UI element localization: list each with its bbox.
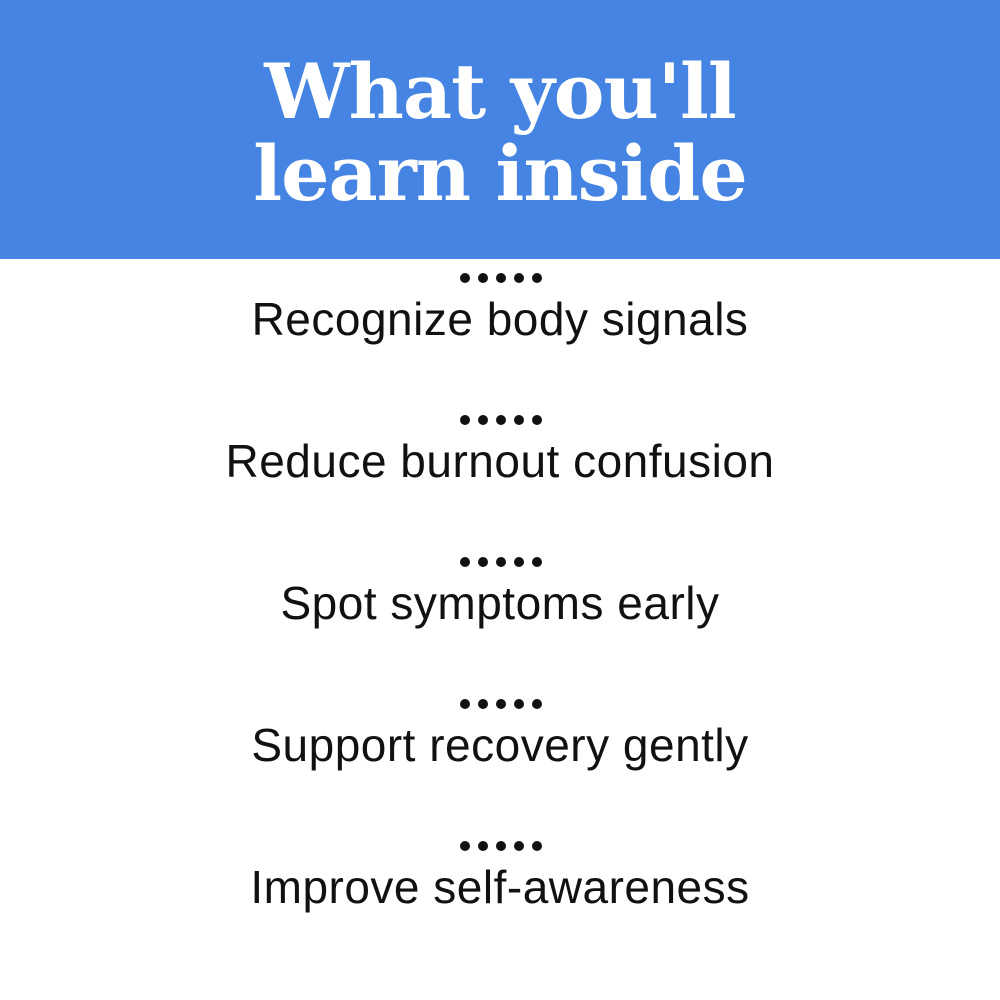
dot bbox=[532, 699, 542, 709]
list-item: Recognize body signals bbox=[0, 272, 1000, 372]
dot bbox=[478, 841, 488, 851]
five-dots-icon bbox=[460, 698, 542, 710]
list-item-label: Spot symptoms early bbox=[280, 577, 720, 629]
title-line-1: What you'll bbox=[264, 47, 737, 136]
dot bbox=[532, 557, 542, 567]
dot bbox=[532, 841, 542, 851]
dot bbox=[460, 415, 470, 425]
five-dots-icon bbox=[460, 556, 542, 568]
five-dots-icon bbox=[460, 840, 542, 852]
dot bbox=[460, 699, 470, 709]
list-item-label: Reduce burnout confusion bbox=[225, 435, 775, 487]
dot bbox=[514, 415, 524, 425]
dot bbox=[496, 273, 506, 283]
dot bbox=[496, 841, 506, 851]
header-banner: What you'll learn inside bbox=[0, 0, 1000, 259]
dot bbox=[496, 415, 506, 425]
dot bbox=[532, 415, 542, 425]
dot bbox=[514, 841, 524, 851]
list-item: Improve self-awareness bbox=[0, 840, 1000, 940]
dot bbox=[478, 699, 488, 709]
dot bbox=[496, 699, 506, 709]
list-item-label: Support recovery gently bbox=[251, 719, 749, 771]
list-item: Reduce burnout confusion bbox=[0, 414, 1000, 514]
dot bbox=[460, 841, 470, 851]
dot bbox=[514, 273, 524, 283]
five-dots-icon bbox=[460, 272, 542, 284]
dot bbox=[478, 557, 488, 567]
dot bbox=[514, 699, 524, 709]
dot bbox=[478, 273, 488, 283]
list-item-label: Recognize body signals bbox=[251, 293, 749, 345]
dot bbox=[496, 557, 506, 567]
five-dots-icon bbox=[460, 414, 542, 426]
title-line-2: learn inside bbox=[253, 129, 748, 218]
list-item: Support recovery gently bbox=[0, 698, 1000, 798]
list-item-label: Improve self-awareness bbox=[250, 861, 750, 913]
dot bbox=[478, 415, 488, 425]
list-item: Spot symptoms early bbox=[0, 556, 1000, 656]
dot bbox=[514, 557, 524, 567]
dot bbox=[460, 273, 470, 283]
dot bbox=[532, 273, 542, 283]
dot bbox=[460, 557, 470, 567]
